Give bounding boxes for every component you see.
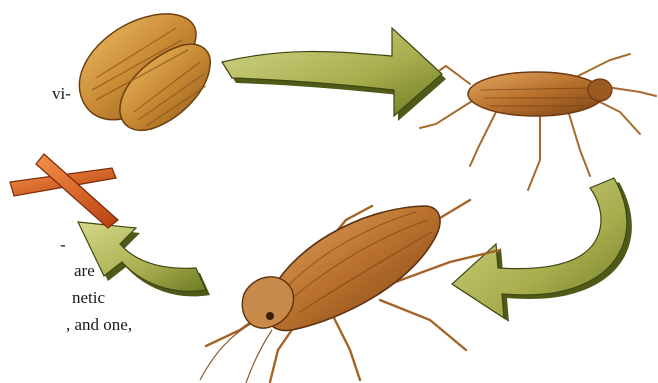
curved-arrow-icon (222, 28, 446, 121)
curved-arrow-icon (452, 178, 632, 322)
nymph-cockroach-icon (420, 54, 656, 190)
adult-cockroach-icon (200, 200, 500, 383)
curved-arrow-icon (78, 222, 210, 296)
cross-icon (10, 154, 118, 228)
egg-case-icon (79, 14, 210, 130)
